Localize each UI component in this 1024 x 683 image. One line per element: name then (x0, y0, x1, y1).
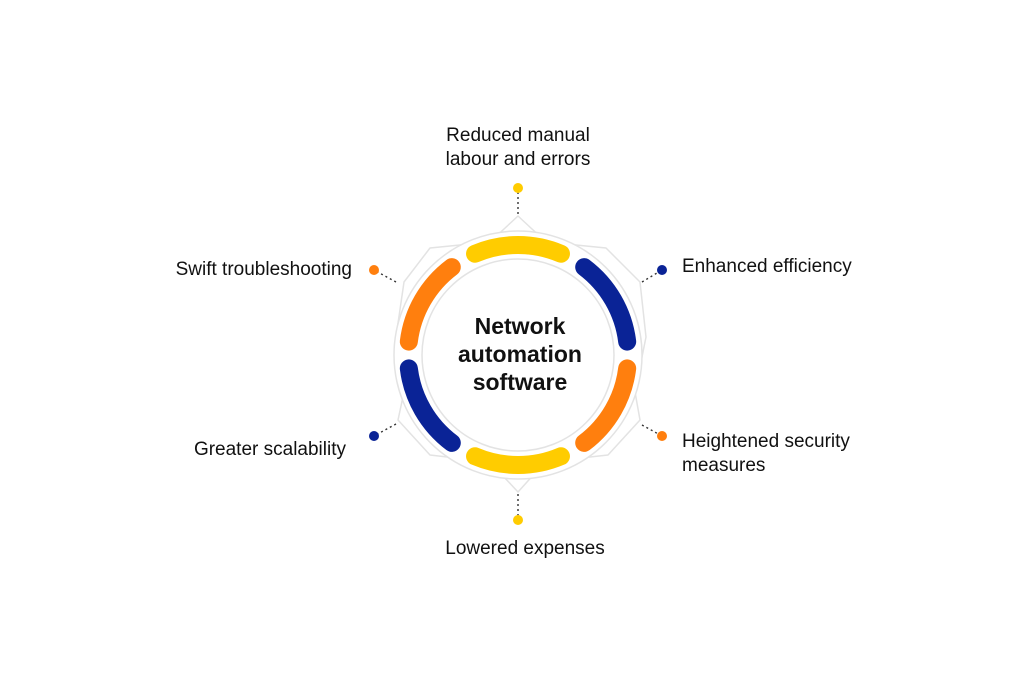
benefit-label-line: Reduced manual (446, 125, 590, 146)
connector-dot-top-right (657, 265, 667, 275)
benefit-label-line: Greater scalability (193, 439, 346, 460)
benefit-label-swift-troubleshooting: Swift troubleshooting (120, 258, 352, 282)
center-title-line-3: software (472, 369, 568, 395)
benefit-label-line: Lowered expenses (445, 538, 605, 559)
connector-dot-bottom-left (369, 431, 379, 441)
center-title-line-1: Network (474, 313, 566, 339)
center-title-line-2: automation (458, 341, 582, 367)
arc-segment-bottom-right (575, 359, 637, 452)
arc-segment-top-right (575, 258, 637, 351)
center-title: Network automation software (420, 312, 620, 396)
benefit-label-line: Swift troubleshooting (175, 259, 352, 280)
arc-segment-bottom (466, 447, 570, 474)
benefit-label-line: Heightened security (682, 431, 850, 452)
connector-dot-top (513, 183, 523, 193)
benefit-label-line: measures (682, 455, 766, 476)
benefit-label-enhanced-efficiency: Enhanced efficiency (682, 255, 852, 279)
connector-dot-bottom-right (657, 431, 667, 441)
connector-line-bottom-right (641, 424, 663, 437)
benefit-label-greater-scalability: Greater scalability (150, 438, 346, 462)
arc-segment-bottom-left (399, 359, 461, 452)
connectors (369, 183, 667, 525)
connector-line-top-right (641, 269, 663, 283)
arc-segment-top (466, 236, 570, 263)
benefit-label-lowered-expenses: Lowered expenses (420, 537, 630, 561)
benefit-label-line: labour and errors (445, 149, 591, 170)
arc-segment-top-left (399, 258, 461, 351)
benefit-label-reduced-manual-labour: Reduced manual labour and errors (420, 124, 616, 172)
arc-segments (399, 236, 637, 474)
benefit-label-line: Enhanced efficiency (682, 256, 852, 277)
benefit-label-heightened-security: Heightened security measures (682, 430, 850, 478)
inner-ring (421, 258, 615, 452)
connector-dot-bottom (513, 515, 523, 525)
connector-dot-top-left (369, 265, 379, 275)
